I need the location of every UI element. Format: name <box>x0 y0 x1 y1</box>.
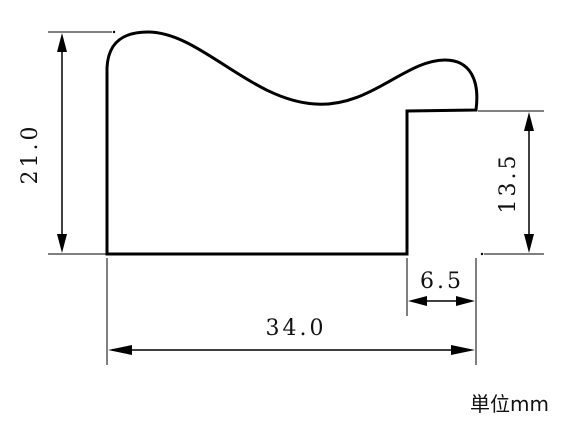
ext-dot-top <box>112 30 116 34</box>
arrow-head-left <box>408 296 427 306</box>
arrow-head-up <box>57 33 67 52</box>
arrow-head-up <box>524 112 534 131</box>
dim-label-step-height: 13.5 <box>496 153 521 214</box>
dim-label-overall-width: 34.0 <box>266 316 327 341</box>
arrow-head-down <box>524 234 534 253</box>
arrow-head-left <box>108 345 132 355</box>
unit-label: 単位mm <box>470 392 549 416</box>
arrow-head-right <box>451 345 475 355</box>
dim-label-height-total: 21.0 <box>18 124 43 185</box>
profile-outline <box>105 30 479 256</box>
arrow-head-down <box>57 234 67 253</box>
ext-dot-right <box>480 252 484 256</box>
dim-label-step-width: 6.5 <box>420 269 464 294</box>
arrow-head-right <box>456 296 475 306</box>
